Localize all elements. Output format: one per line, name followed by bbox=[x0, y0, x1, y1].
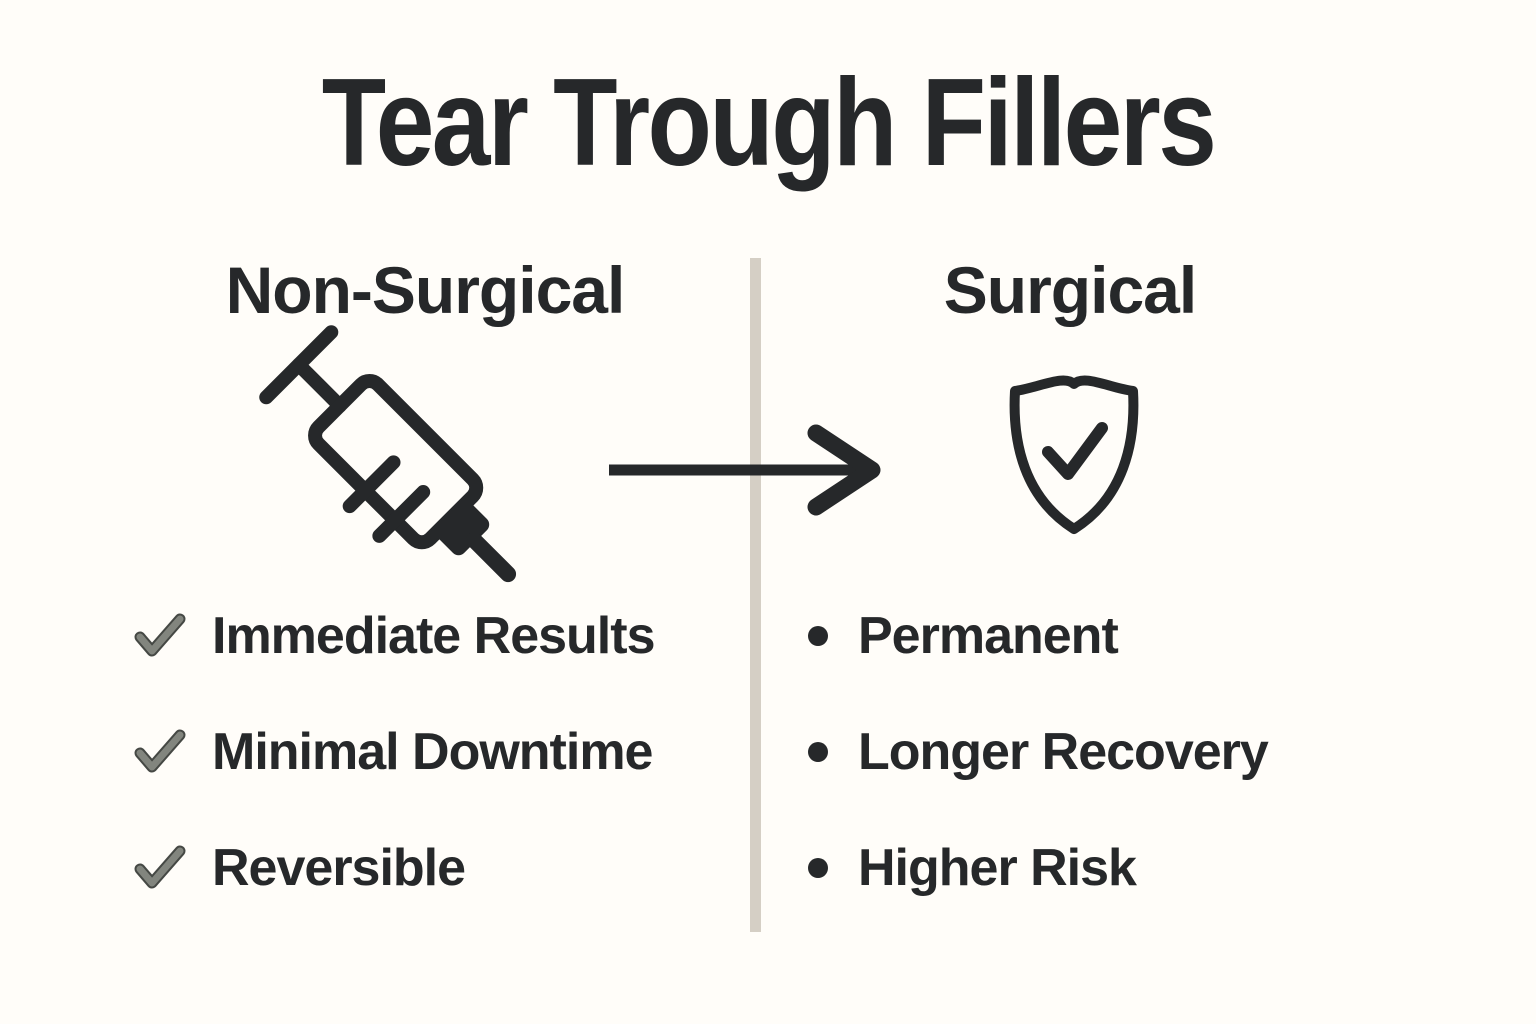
bullet-icon bbox=[804, 626, 832, 646]
page-title: Tear Trough Fillers bbox=[321, 54, 1217, 192]
left-column-header: Non-Surgical bbox=[225, 253, 626, 327]
column-divider bbox=[750, 258, 761, 932]
bullet-icon bbox=[804, 742, 832, 762]
list-item: Longer Recovery bbox=[804, 712, 1269, 792]
list-item-label: Higher Risk bbox=[858, 839, 1137, 897]
arrow-right-icon bbox=[609, 424, 881, 516]
right-column-header: Surgical bbox=[943, 253, 1197, 327]
list-item: Minimal Downtime bbox=[132, 712, 653, 792]
list-item: Reversible bbox=[132, 828, 466, 908]
bullet-icon bbox=[804, 858, 832, 878]
checkmark-icon bbox=[132, 729, 188, 775]
list-item-label: Immediate Results bbox=[212, 607, 655, 665]
shield-check-icon bbox=[1009, 375, 1139, 534]
list-item: Permanent bbox=[804, 596, 1119, 676]
list-item: Immediate Results bbox=[132, 596, 655, 676]
list-item-label: Permanent bbox=[858, 607, 1119, 665]
list-item-label: Longer Recovery bbox=[858, 723, 1269, 781]
syringe-icon bbox=[259, 325, 517, 583]
checkmark-icon bbox=[132, 845, 188, 891]
list-item: Higher Risk bbox=[804, 828, 1137, 908]
list-item-label: Reversible bbox=[212, 839, 466, 897]
checkmark-icon bbox=[132, 613, 188, 659]
list-item-label: Minimal Downtime bbox=[212, 723, 653, 781]
